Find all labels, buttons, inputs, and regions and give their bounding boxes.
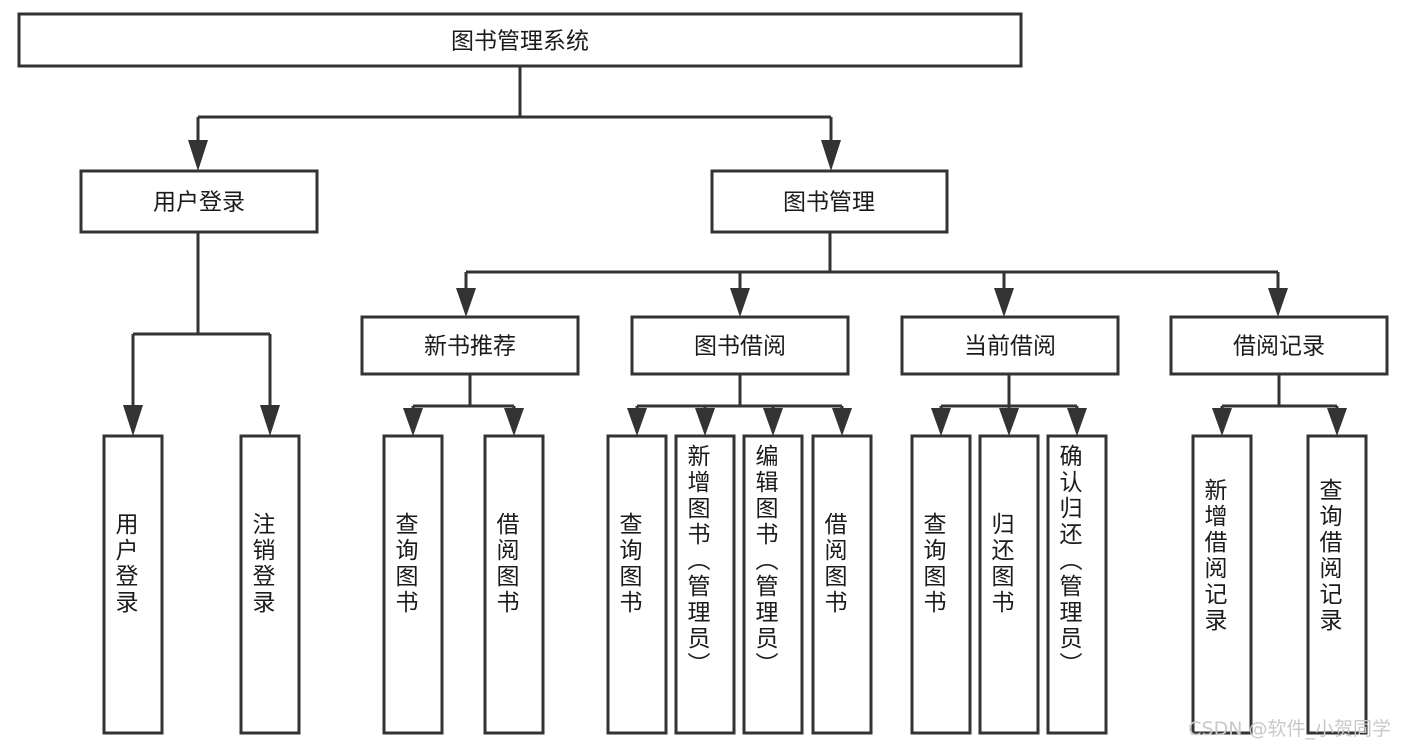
node-leaf-query-record-box[interactable] xyxy=(1306,434,1368,735)
arrow-leaf-add-record xyxy=(1212,408,1232,436)
node-book-borrow-box[interactable] xyxy=(630,315,850,376)
arrow-leaf-return-book xyxy=(999,408,1019,436)
node-leaf-borrow-book-2-box[interactable] xyxy=(811,434,873,735)
node-book-borrow-label: 图书借阅 xyxy=(694,334,786,360)
node-book-manage-label: 图书管理 xyxy=(783,190,875,216)
arrow-leaf-borrow-book-1 xyxy=(504,408,524,436)
arrow-leaf-query-book-2 xyxy=(627,408,647,436)
node-book-borrow[interactable]: 图书借阅 xyxy=(630,315,850,376)
arrow-leaf-add-book xyxy=(695,408,715,436)
node-user-login[interactable]: 用户登录 xyxy=(79,169,319,234)
node-book-manage[interactable]: 图书管理 xyxy=(710,169,949,234)
node-root-box[interactable] xyxy=(17,12,1023,68)
arrow-borrow-record xyxy=(1268,288,1288,317)
arrow-leaf-user-logout xyxy=(260,405,280,436)
node-leaf-add-book-box[interactable] xyxy=(674,434,736,735)
node-leaf-borrow-book-1-box[interactable] xyxy=(483,434,545,735)
arrow-leaf-query-record xyxy=(1327,408,1347,436)
node-current-borrow-box[interactable] xyxy=(900,315,1120,376)
leaf-layer xyxy=(102,434,1368,735)
arrow-leaf-edit-book xyxy=(763,408,783,436)
node-leaf-edit-book-box[interactable] xyxy=(742,434,804,735)
arrow-new-book-recommend xyxy=(456,288,476,317)
arrow-leaf-user-login xyxy=(123,405,143,436)
node-leaf-query-book-3-box[interactable] xyxy=(910,434,972,735)
arrow-leaf-confirm-return xyxy=(1067,408,1087,436)
node-leaf-user-login-box[interactable] xyxy=(102,434,164,735)
node-new-book-recommend-box[interactable] xyxy=(360,315,580,376)
node-root-label: 图书管理系统 xyxy=(451,29,589,55)
node-user-login-label: 用户登录 xyxy=(153,190,245,216)
node-leaf-return-book-box[interactable] xyxy=(978,434,1040,735)
node-leaf-confirm-return-box[interactable] xyxy=(1046,434,1108,735)
node-borrow-record-box[interactable] xyxy=(1169,315,1389,376)
node-new-book-recommend-label: 新书推荐 xyxy=(424,334,516,360)
node-current-borrow-label: 当前借阅 xyxy=(964,334,1056,360)
arrow-current-borrow xyxy=(994,288,1014,317)
node-leaf-user-logout-box[interactable] xyxy=(239,434,301,735)
node-current-borrow[interactable]: 当前借阅 xyxy=(900,315,1120,376)
node-leaf-add-record-box[interactable] xyxy=(1191,434,1253,735)
arrow-user-login xyxy=(188,140,208,171)
node-leaf-query-book-2-box[interactable] xyxy=(606,434,668,735)
arrow-book-manage xyxy=(821,140,841,171)
node-root[interactable]: 图书管理系统 xyxy=(17,12,1023,68)
connector-layer xyxy=(123,66,1347,436)
arrow-leaf-query-book-1 xyxy=(403,408,423,436)
csdn-watermark: CSDN @软件_小贺同学 xyxy=(1188,718,1391,740)
node-borrow-record-label: 借阅记录 xyxy=(1233,334,1325,360)
node-user-login-box[interactable] xyxy=(79,169,319,234)
arrow-book-borrow xyxy=(730,288,750,317)
arrow-leaf-borrow-book-2 xyxy=(832,408,852,436)
node-new-book-recommend[interactable]: 新书推荐 xyxy=(360,315,580,376)
arrow-leaf-query-book-3 xyxy=(931,408,951,436)
node-book-manage-box[interactable] xyxy=(710,169,949,234)
node-borrow-record[interactable]: 借阅记录 xyxy=(1169,315,1389,376)
node-leaf-query-book-1-box[interactable] xyxy=(382,434,444,735)
